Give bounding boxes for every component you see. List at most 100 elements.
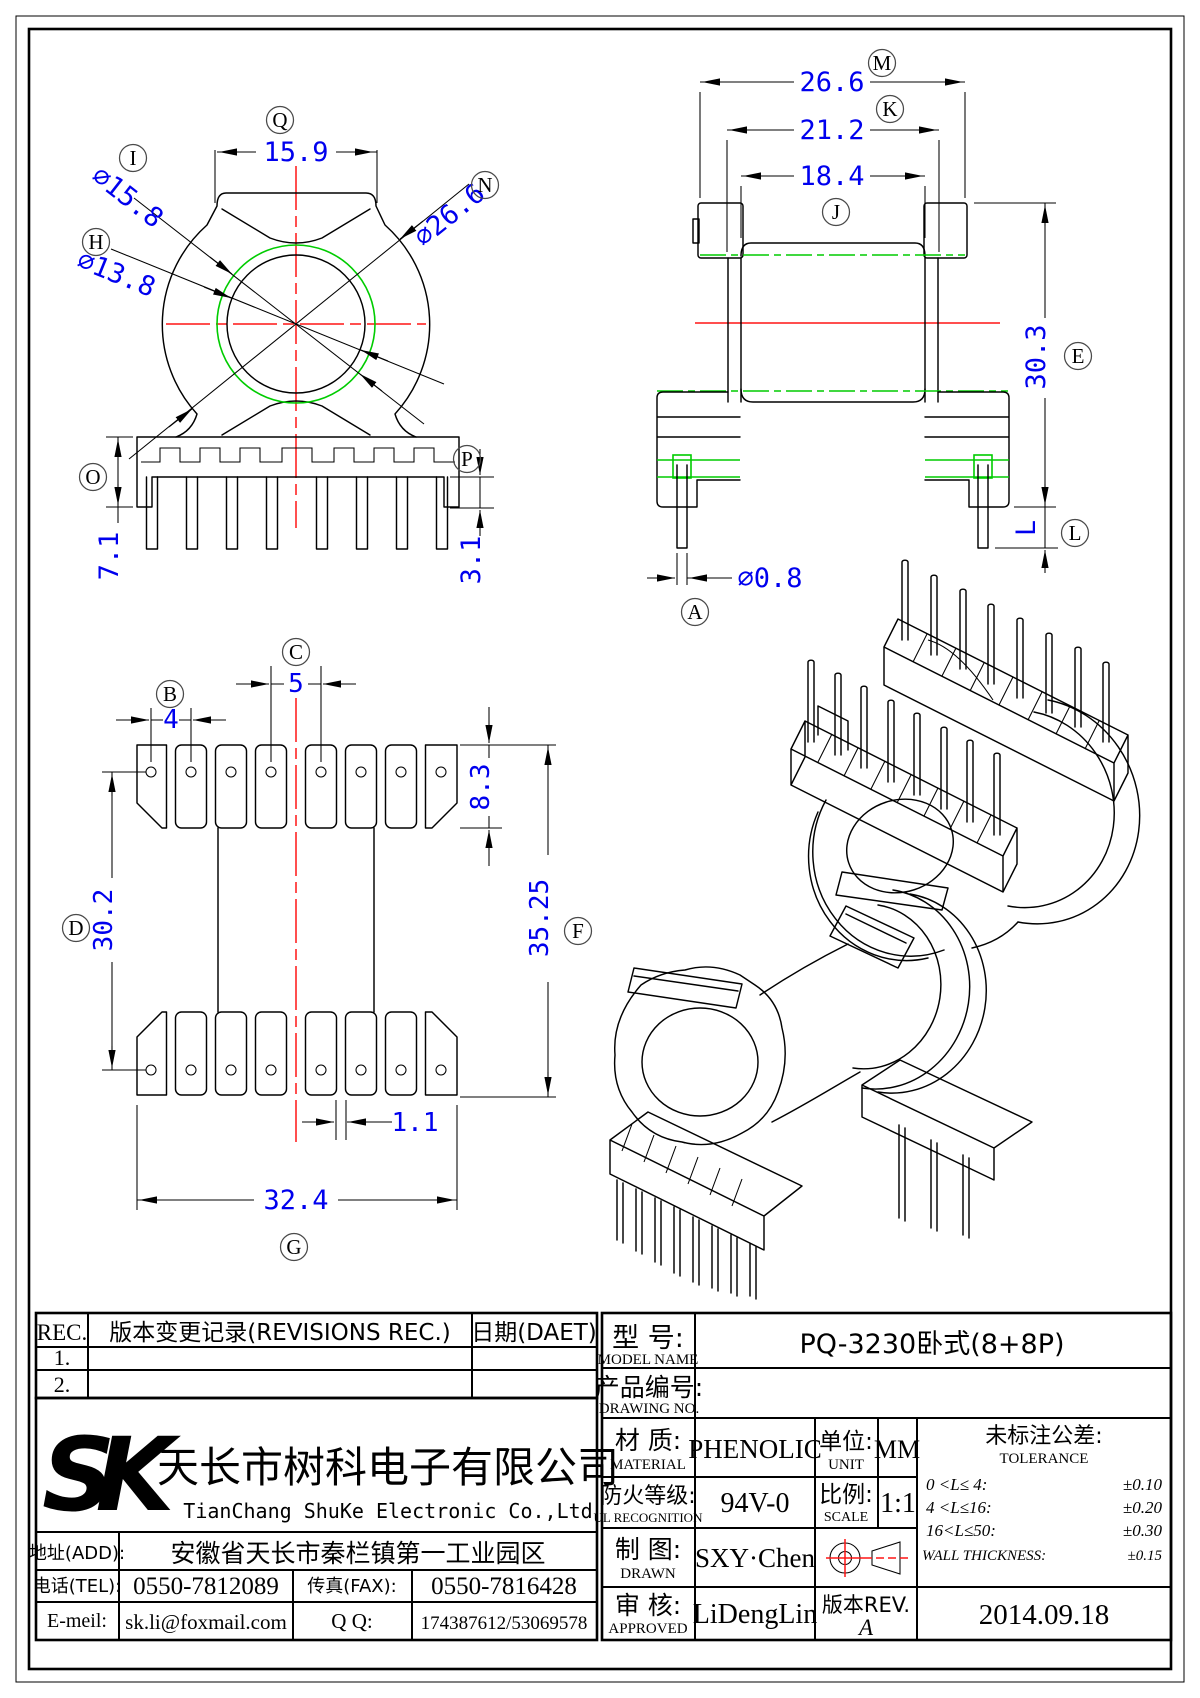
svg-text:32.4: 32.4 (263, 1185, 328, 1216)
svg-text:5: 5 (288, 669, 304, 699)
front-pins (145, 476, 449, 550)
svg-text:APPROVED: APPROVED (608, 1621, 687, 1637)
front-bore-circle (226, 254, 366, 394)
callout-o: O (78, 462, 108, 492)
svg-text:UNIT: UNIT (828, 1457, 864, 1473)
svg-text:P: P (461, 447, 473, 471)
side-cap-right (923, 202, 968, 259)
fire-value: 94V-0 (721, 1488, 790, 1519)
side-barrel-bottom (740, 388, 926, 403)
callout-f: F (563, 916, 593, 946)
svg-text:16<L≤50:: 16<L≤50: (926, 1521, 996, 1540)
side-flange-plates (727, 257, 939, 403)
front-view: 15.9 ∅15.8 ∅13.8 ∅26.6 7.1 (73, 105, 500, 584)
dim-front-outer-dia: ∅26.6 (128, 178, 491, 460)
callout-q: Q (265, 105, 295, 135)
top-pad-row-lower (136, 1011, 458, 1096)
svg-text:3.1: 3.1 (456, 536, 487, 585)
svg-text:∅13.8: ∅13.8 (73, 245, 160, 304)
svg-text:35.25: 35.25 (525, 879, 555, 957)
svg-text:F: F (572, 919, 584, 943)
iso-lower-right-pins (898, 1124, 970, 1239)
dim-top-pad-gap: 1.1 (302, 1100, 438, 1140)
iso-upper-clip (817, 705, 849, 751)
company-name-cn: 天长市树科电子有限公司 (157, 1443, 619, 1492)
side-cap-left (697, 202, 744, 259)
svg-text:TOLERANCE: TOLERANCE (1000, 1451, 1089, 1467)
svg-text:Q Q:: Q Q: (331, 1609, 372, 1633)
svg-text:版本变更记录(REVISIONS REC.): 版本变更记录(REVISIONS REC.) (109, 1320, 450, 1346)
callout-m: M (867, 48, 897, 78)
svg-text:15.9: 15.9 (263, 137, 328, 168)
top-holes-lower (145, 1064, 447, 1076)
svg-text:D: D (68, 916, 83, 940)
front-body-outline (161, 192, 431, 438)
svg-text:0550-7812089: 0550-7812089 (133, 1573, 279, 1600)
front-notch-top (221, 208, 371, 244)
svg-text:REC.: REC. (37, 1320, 87, 1345)
dim-side-pin-dia: ∅0.8 (647, 553, 803, 594)
side-barrel-top (740, 242, 926, 257)
material-value: PHENOLIC (688, 1434, 822, 1464)
svg-text:1.1: 1.1 (392, 1108, 439, 1138)
svg-text:G: G (286, 1235, 301, 1259)
svg-text:Q: Q (272, 108, 287, 132)
svg-text:1.: 1. (54, 1345, 71, 1370)
svg-text:日期(DAET): 日期(DAET) (471, 1320, 597, 1346)
dim-top-pitch: 4 (116, 705, 226, 762)
callout-p: P (452, 444, 482, 474)
dim-top-overall-height: 35.25 (460, 744, 556, 1098)
svg-text:安徽省天长市秦栏镇第一工业园区: 安徽省天长市秦栏镇第一工业园区 (170, 1539, 545, 1568)
svg-text:产品编号:: 产品编号: (595, 1373, 703, 1402)
side-base-left (656, 391, 741, 508)
svg-text:21.2: 21.2 (799, 115, 864, 146)
callout-g: G (279, 1232, 309, 1262)
svg-text:C: C (289, 640, 303, 664)
svg-text:未标注公差:: 未标注公差: (985, 1424, 1102, 1449)
svg-text:WALL THICKNESS:: WALL THICKNESS: (922, 1548, 1046, 1564)
dim-front-socket-height: 3.1 (450, 449, 494, 584)
dim-side-overall: 26.6 (699, 67, 966, 198)
svg-text:MODEL NAME: MODEL NAME (598, 1352, 699, 1368)
svg-text:L: L (1069, 521, 1082, 545)
scale-value: 1:1 (880, 1488, 916, 1519)
iso-upper-rear-pins (901, 559, 1110, 743)
callout-d: D (61, 913, 91, 943)
svg-text:2.: 2. (54, 1372, 71, 1397)
svg-text:E-meil:: E-meil: (47, 1610, 107, 1632)
front-sockets (141, 447, 455, 463)
side-green-steps (657, 459, 1009, 478)
svg-text:L: L (1011, 520, 1042, 536)
tolerance-cell: 未标注公差: TOLERANCE 0 <L≤ 4: ±0.10 4 <L≤16:… (922, 1424, 1162, 1564)
callout-j: J (821, 197, 851, 227)
top-holes-upper (145, 766, 447, 778)
svg-text:版本REV.: 版本REV. (822, 1593, 910, 1617)
svg-text:制 图:: 制 图: (615, 1535, 681, 1564)
svg-text:174387612/53069578: 174387612/53069578 (421, 1613, 588, 1634)
svg-text:30.2: 30.2 (89, 889, 119, 952)
callout-a: A (680, 597, 710, 627)
side-green-socket-l (672, 454, 692, 479)
svg-text:0 <L≤ 4:: 0 <L≤ 4: (926, 1475, 987, 1494)
dim-front-base-height: 7.1 (94, 436, 133, 581)
svg-text:DRAWING NO.: DRAWING NO. (599, 1401, 699, 1417)
svg-text:±0.10: ±0.10 (1123, 1475, 1163, 1494)
svg-text:±0.30: ±0.30 (1123, 1521, 1163, 1540)
callout-k: K (875, 94, 905, 124)
svg-text:7.1: 7.1 (94, 532, 125, 581)
svg-text:sk.li@foxmail.com: sk.li@foxmail.com (125, 1610, 287, 1634)
drawn-value: SXY·Chen (695, 1543, 815, 1573)
side-cap-notch (692, 218, 700, 244)
svg-text:型 号:: 型 号: (612, 1323, 684, 1354)
svg-text:M: M (873, 51, 892, 75)
dim-top-overall-width: 32.4 (136, 1105, 458, 1216)
date-value: 2014.09.18 (979, 1599, 1110, 1631)
revision-table: REC. 版本变更记录(REVISIONS REC.) 日期(DAET) 1. … (34, 1311, 599, 1400)
side-green-socket-r (973, 454, 993, 479)
svg-text:∅0.8: ∅0.8 (737, 563, 802, 594)
callout-e: E (1063, 341, 1093, 371)
svg-text:0550-7816428: 0550-7816428 (431, 1573, 577, 1600)
model-value: PQ-3230卧式(8+8P) (799, 1329, 1064, 1360)
